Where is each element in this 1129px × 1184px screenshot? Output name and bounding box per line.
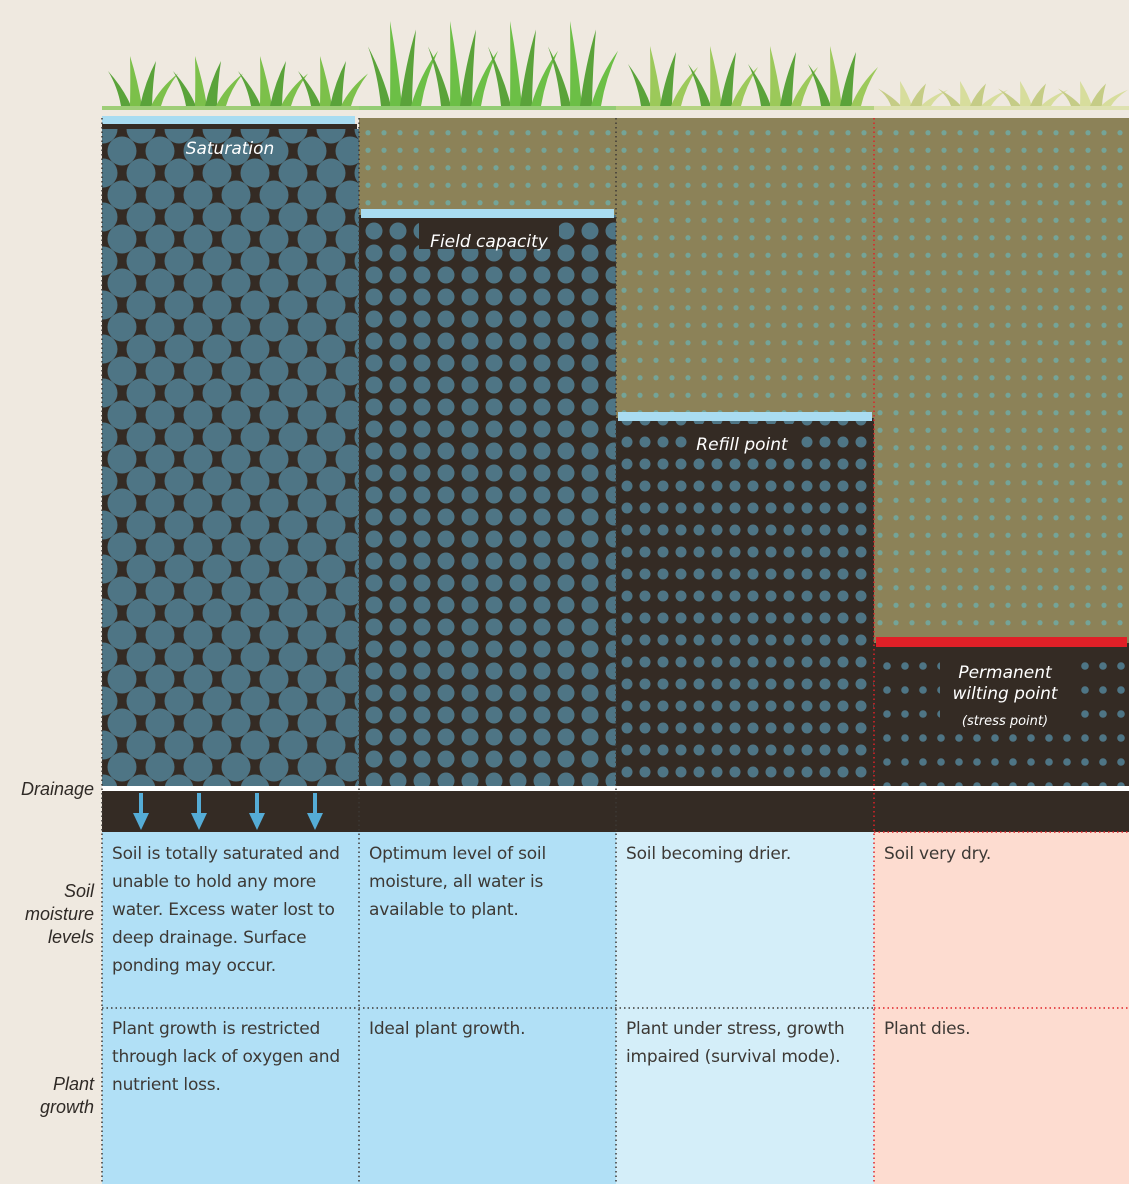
table-grid xyxy=(101,118,1129,1184)
refill-soil-moisture-text: Soil becoming drier. xyxy=(626,844,792,864)
saturation-wet-soil xyxy=(102,129,359,786)
grass-icon xyxy=(428,21,498,106)
saturation-cell-background xyxy=(102,832,359,1184)
grass-icon xyxy=(108,56,178,106)
wilting-plant-growth-text: Plant dies. xyxy=(884,1019,971,1039)
grass-base xyxy=(359,106,616,110)
grass-icon xyxy=(1058,81,1128,106)
field-capacity-label-background xyxy=(419,221,559,249)
grass-icon xyxy=(173,56,243,106)
refill-level-label: Refill point xyxy=(696,435,789,455)
refill-level-line xyxy=(618,412,872,421)
drainage-arrow-icon xyxy=(307,793,323,830)
grass-base xyxy=(874,106,1129,110)
field-capacity-level-line xyxy=(361,209,614,218)
soil-moisture-row-label: Soil moisture levels xyxy=(25,880,94,949)
saturation-level-label: Saturation xyxy=(186,139,275,159)
grass-base xyxy=(102,106,359,110)
soil-moisture-label-line: moisture xyxy=(24,904,94,924)
refill-label-background xyxy=(687,424,797,452)
saturation-soil-moisture-text: Soil is totally saturated and unable to … xyxy=(112,844,340,976)
wilting-label-background xyxy=(940,651,1080,731)
wilting-level-line xyxy=(876,637,1127,647)
grass-icon xyxy=(488,21,558,106)
wilting-level-label: wilting point xyxy=(952,684,1058,704)
grass-icon xyxy=(298,56,368,106)
grass-icon xyxy=(748,46,818,106)
grass-base xyxy=(616,106,874,110)
wilting-level-label: Permanent xyxy=(958,663,1053,683)
field-capacity-soil-moisture-text: Optimum level of soil moisture, all wate… xyxy=(369,844,546,920)
saturation-top-band xyxy=(102,124,357,129)
drainage-arrow-icon xyxy=(133,793,149,830)
grass-icon xyxy=(368,21,438,106)
grass-icon xyxy=(878,81,948,106)
grass-icon xyxy=(548,21,618,106)
saturation-level-line xyxy=(102,116,355,124)
drainage-arrow-icon xyxy=(191,793,207,830)
field-capacity-cell-background xyxy=(359,832,616,1184)
field-capacity-plant-growth-text: Ideal plant growth. xyxy=(369,1019,526,1039)
soil-moisture-label-line: levels xyxy=(47,927,94,947)
plant-growth-label-line: Plant xyxy=(52,1074,94,1094)
grass-icon xyxy=(238,56,308,106)
plant-growth-label-line: growth xyxy=(39,1097,94,1117)
refill-wet-soil xyxy=(616,418,874,786)
refill-plant-growth-text: Plant under stress, growth impaired (sur… xyxy=(626,1019,845,1067)
grass-icon xyxy=(688,46,758,106)
plant-growth-row-label: Plant growth xyxy=(40,1073,94,1119)
drainage-arrow-icon xyxy=(249,793,265,830)
wilting-level-label: (stress point) xyxy=(962,714,1048,729)
saturation-plant-growth-text: Plant growth is restricted through lack … xyxy=(112,1019,340,1095)
field-capacity-level-label: Field capacity xyxy=(430,232,549,252)
grass-icon xyxy=(938,81,1008,106)
wilting-soil-moisture-text: Soil very dry. xyxy=(884,844,992,864)
drainage-row-label: Drainage xyxy=(20,779,94,799)
field-capacity-wet-soil xyxy=(359,215,616,786)
grass-icon xyxy=(808,46,878,106)
grass-icon xyxy=(628,46,698,106)
grass-plants xyxy=(102,21,1129,110)
soil-moisture-label-line: Soil xyxy=(63,881,94,901)
grass-icon xyxy=(998,81,1068,106)
